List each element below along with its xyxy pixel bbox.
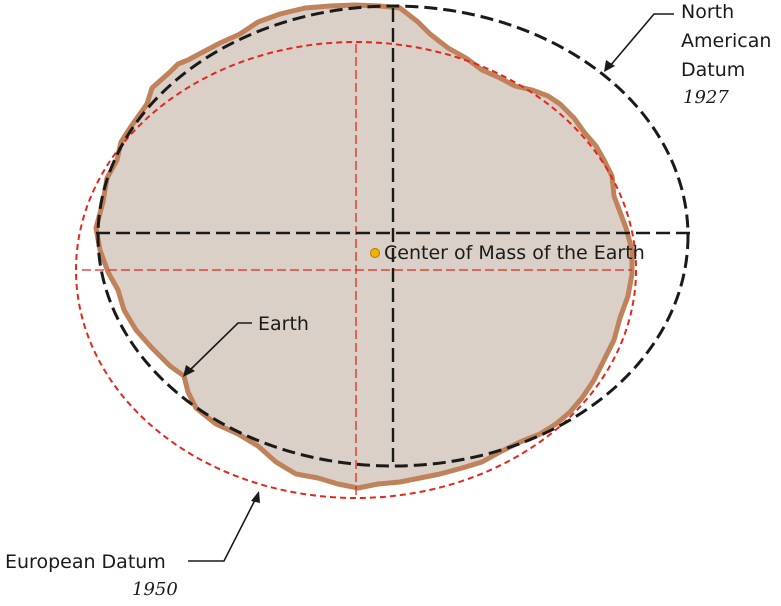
european-datum-year: 1950 — [132, 579, 178, 600]
european-datum-label: European Datum — [5, 551, 166, 573]
european-datum-leader — [188, 491, 260, 562]
north-american-datum-label-line1: North — [681, 1, 734, 23]
earth-label: Earth — [258, 313, 309, 335]
earth-leader — [183, 322, 252, 377]
north-american-datum-leader — [604, 13, 674, 72]
earth-shape — [93, 2, 635, 491]
north-american-datum-label-line3: Datum — [681, 59, 745, 81]
center-of-mass-label: Center of Mass of the Earth — [384, 242, 645, 264]
center-of-mass-dot — [370, 248, 380, 258]
north-american-datum-label-line2: American — [681, 30, 771, 52]
european-datum-ellipse — [75, 41, 637, 499]
north-american-datum-year: 1927 — [683, 87, 729, 108]
north-american-datum-ellipse — [96, 4, 690, 468]
